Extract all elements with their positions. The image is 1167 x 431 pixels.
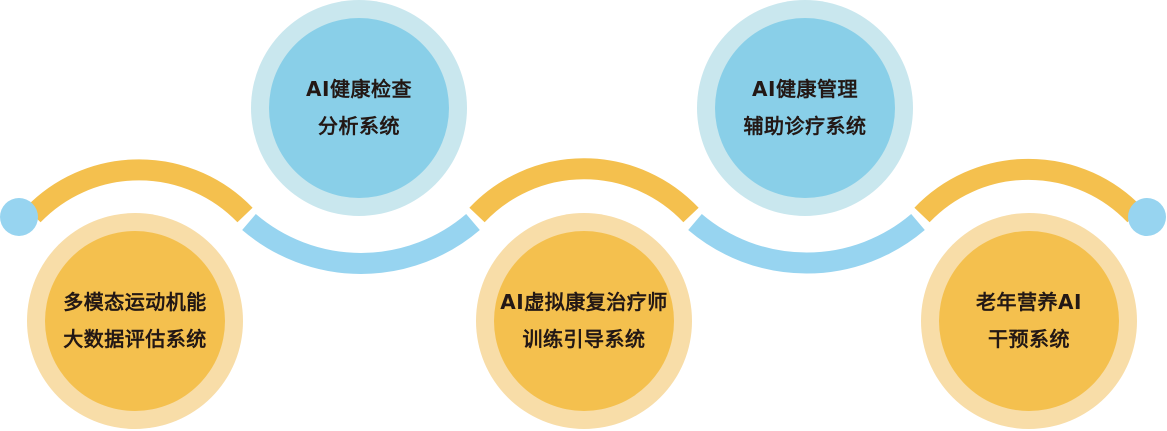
arc-orange-2 xyxy=(469,158,699,223)
node-core: AI健康管理 辅助诊疗系统 xyxy=(715,18,895,198)
node-label-line: AI健康管理 xyxy=(752,77,858,101)
node-virtual-therapist: AI虚拟康复治疗师 训练引导系统 xyxy=(476,213,692,429)
end-dot xyxy=(1128,198,1166,236)
node-label-line: 多模态运动机能 xyxy=(63,290,207,314)
node-label-line: 分析系统 xyxy=(318,114,400,138)
node-core: 老年营养AI 干预系统 xyxy=(939,231,1119,411)
node-health-management: AI健康管理 辅助诊疗系统 xyxy=(697,0,913,216)
arc-blue-1 xyxy=(242,213,480,274)
node-health-check: AI健康检查 分析系统 xyxy=(251,0,467,216)
arc-orange-1 xyxy=(25,159,253,223)
node-core: 多模态运动机能 大数据评估系统 xyxy=(45,231,225,411)
node-label-line: 辅助诊疗系统 xyxy=(743,114,867,138)
start-dot xyxy=(0,198,38,236)
node-label-line: 大数据评估系统 xyxy=(63,327,207,351)
node-label-line: 干预系统 xyxy=(988,327,1070,351)
node-label-line: 老年营养AI xyxy=(976,290,1082,314)
node-motor-assessment: 多模态运动机能 大数据评估系统 xyxy=(27,213,243,429)
node-core: AI虚拟康复治疗师 训练引导系统 xyxy=(494,231,674,411)
node-elderly-nutrition: 老年营养AI 干预系统 xyxy=(921,213,1137,429)
node-label-line: AI虚拟康复治疗师 xyxy=(500,290,668,314)
arc-blue-2 xyxy=(688,213,925,274)
node-label-line: 训练引导系统 xyxy=(522,327,646,351)
node-label-line: AI健康检查 xyxy=(306,77,412,101)
arc-orange-3 xyxy=(914,158,1143,223)
node-core: AI健康检查 分析系统 xyxy=(269,18,449,198)
